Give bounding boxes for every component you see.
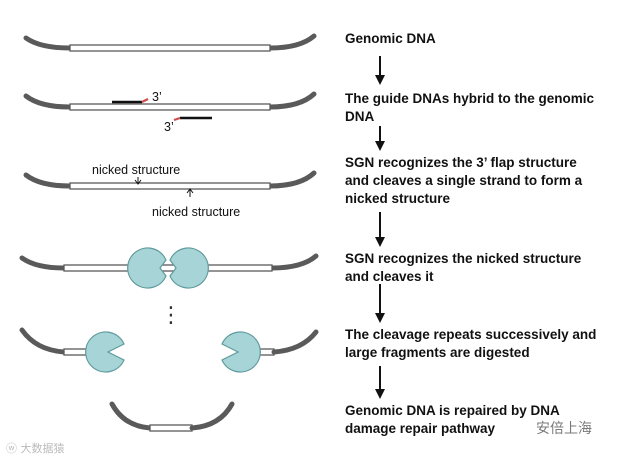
- guide-dna-bottom: [173, 116, 212, 122]
- genomic-dna-row1: [23, 33, 317, 52]
- step-6-text: Genomic DNA is repaired by DNA damage re…: [345, 403, 560, 436]
- nicked-label-top: nicked structure: [92, 163, 180, 177]
- nicked-label-bottom: nicked structure: [152, 205, 240, 219]
- nick-arrow-bottom: [186, 188, 194, 197]
- sgn-enzyme-fragment-left: [85, 331, 125, 373]
- sgn-enzyme-fragment-right: [221, 331, 261, 373]
- sgn-enzyme-left: [127, 247, 167, 289]
- genomic-dna-row4: [19, 253, 319, 272]
- genomic-dna-row2: [23, 91, 317, 111]
- three-prime-label-bottom: 3’: [164, 120, 174, 134]
- step-1-text: Genomic DNA: [345, 31, 436, 46]
- watermark-right: 安倍上海: [534, 418, 594, 438]
- step-2-text: The guide DNAs hybrid to the genomic DNA: [345, 91, 595, 124]
- three-prime-label-top: 3’: [152, 90, 162, 104]
- watermark-left: ⓦ 大数据猿: [6, 442, 65, 455]
- continuation-dots: ⋮: [160, 303, 182, 328]
- sgn-enzyme-right: [169, 247, 209, 289]
- repaired-genomic-dna: [109, 401, 235, 432]
- step-4-text: SGN recognizes the nicked structure and …: [345, 251, 582, 284]
- nick-arrow-top: [134, 177, 142, 185]
- step-3-text: SGN recognizes the 3’ flap structure and…: [345, 155, 583, 206]
- step-5-text: The cleavage repeats successively and la…: [345, 327, 597, 360]
- guide-dna-top: [112, 98, 149, 104]
- genomic-dna-row3: [23, 170, 317, 190]
